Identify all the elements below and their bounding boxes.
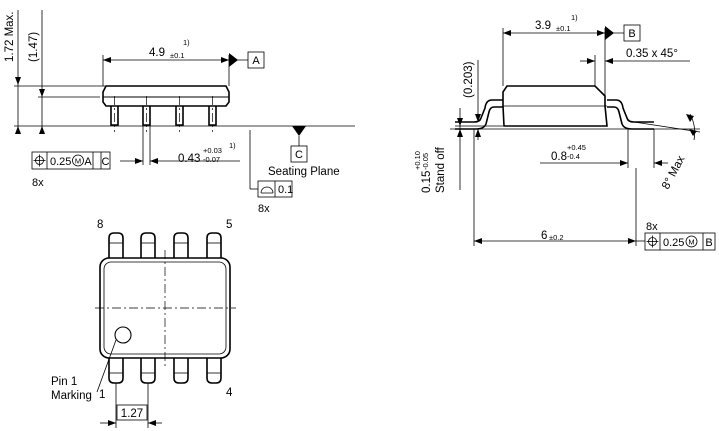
flatness-value: 0.1: [278, 184, 293, 196]
position-count: 8x: [32, 177, 44, 189]
datum-c-label: C: [295, 149, 303, 161]
foot-length-tol-plus: +0.45: [567, 143, 586, 152]
body-length-tol: ±0.1: [170, 51, 185, 60]
seating-plane-label: Seating Plane: [268, 166, 340, 178]
end-lead-right: [607, 99, 654, 130]
position-ref-a: A: [84, 156, 92, 168]
lead-width-tol-plus: +0.03: [203, 146, 222, 155]
body-width-footnote: 1): [571, 13, 578, 22]
standoff-label: Stand off: [435, 146, 447, 193]
position-ref-c: C: [102, 156, 110, 168]
top-pins-upper: [108, 232, 222, 258]
angle-label: 8° Max: [660, 154, 688, 192]
body-width-tol: ±0.1: [556, 24, 571, 33]
height-max-label: 1.72 Max.: [4, 12, 16, 63]
position-tol-value-b: 0.25: [663, 237, 684, 249]
flatness-count: 8x: [258, 203, 270, 215]
position-count-b: 8x: [646, 221, 658, 233]
body-length-value: 4.9: [149, 47, 165, 59]
top-pins-lower: [108, 358, 222, 384]
position-tolerance-frame-ac: 0.25 M A C: [31, 151, 111, 170]
standoff-tol-plus: +0.10: [413, 151, 422, 170]
pin1-marking-line1: Pin 1: [51, 376, 77, 388]
body-width-value: 3.9: [535, 20, 551, 32]
pin-4-label: 4: [226, 387, 233, 399]
position-tol-value: 0.25: [50, 156, 71, 168]
top-view: 8 5 1 4 Pin 1 Marking 1.27: [51, 219, 236, 428]
datum-c-box: [290, 145, 308, 163]
lead-width-footnote: 1): [229, 141, 236, 150]
pin-1-label: 1: [99, 389, 105, 401]
datum-c-triangle: [292, 126, 306, 136]
datum-a-label: A: [252, 55, 260, 67]
standoff-value: 0.15: [421, 171, 433, 193]
pitch-value: 1.27: [121, 408, 143, 420]
lead-width-value: 0.43: [178, 153, 200, 165]
side-body: [102, 85, 230, 107]
datum-a-box: [247, 51, 265, 69]
side-leads: [110, 106, 217, 126]
datum-a-triangle: [229, 53, 238, 67]
side-view: 1.72 Max. (1.47) 4.9 ±0.1 1): [4, 10, 355, 215]
end-body: [502, 85, 608, 127]
height-ref-label: (1.47): [28, 32, 40, 62]
pin1-marking-dot: [114, 326, 132, 344]
pin-8-label: 8: [97, 219, 103, 231]
overall-width-tol: ±0.2: [549, 233, 564, 242]
end-view: 3.9 ±0.1 1) B 0.35 x 45° (0.203) 0.15 +0…: [413, 13, 716, 251]
standoff-tol-minus: -0.05: [421, 153, 430, 170]
chamfer-label: 0.35 x 45°: [626, 48, 678, 60]
pin1-marking-line2: Marking: [51, 390, 92, 402]
lead-width-tol-minus: -0.07: [203, 155, 220, 164]
body-length-footnote: 1): [183, 38, 190, 47]
position-ref-b: B: [705, 237, 712, 249]
datum-b-box: [623, 24, 641, 42]
foot-length-value: 0.8: [551, 151, 567, 163]
foot-length-tol-minus: -0.4: [567, 152, 580, 161]
position-mod-symbol: M: [75, 157, 81, 166]
datum-b-triangle: [605, 26, 614, 40]
lead-thickness-label: (0.203): [463, 61, 475, 98]
position-tolerance-frame-b: 0.25 M B: [644, 232, 716, 251]
overall-width-value: 6: [541, 230, 547, 242]
pin-5-label: 5: [226, 219, 232, 231]
pitch-box: [116, 404, 148, 421]
position-mod-symbol-b: M: [688, 238, 694, 247]
flatness-frame: 0.1: [257, 180, 293, 198]
datum-b-label: B: [628, 28, 635, 40]
